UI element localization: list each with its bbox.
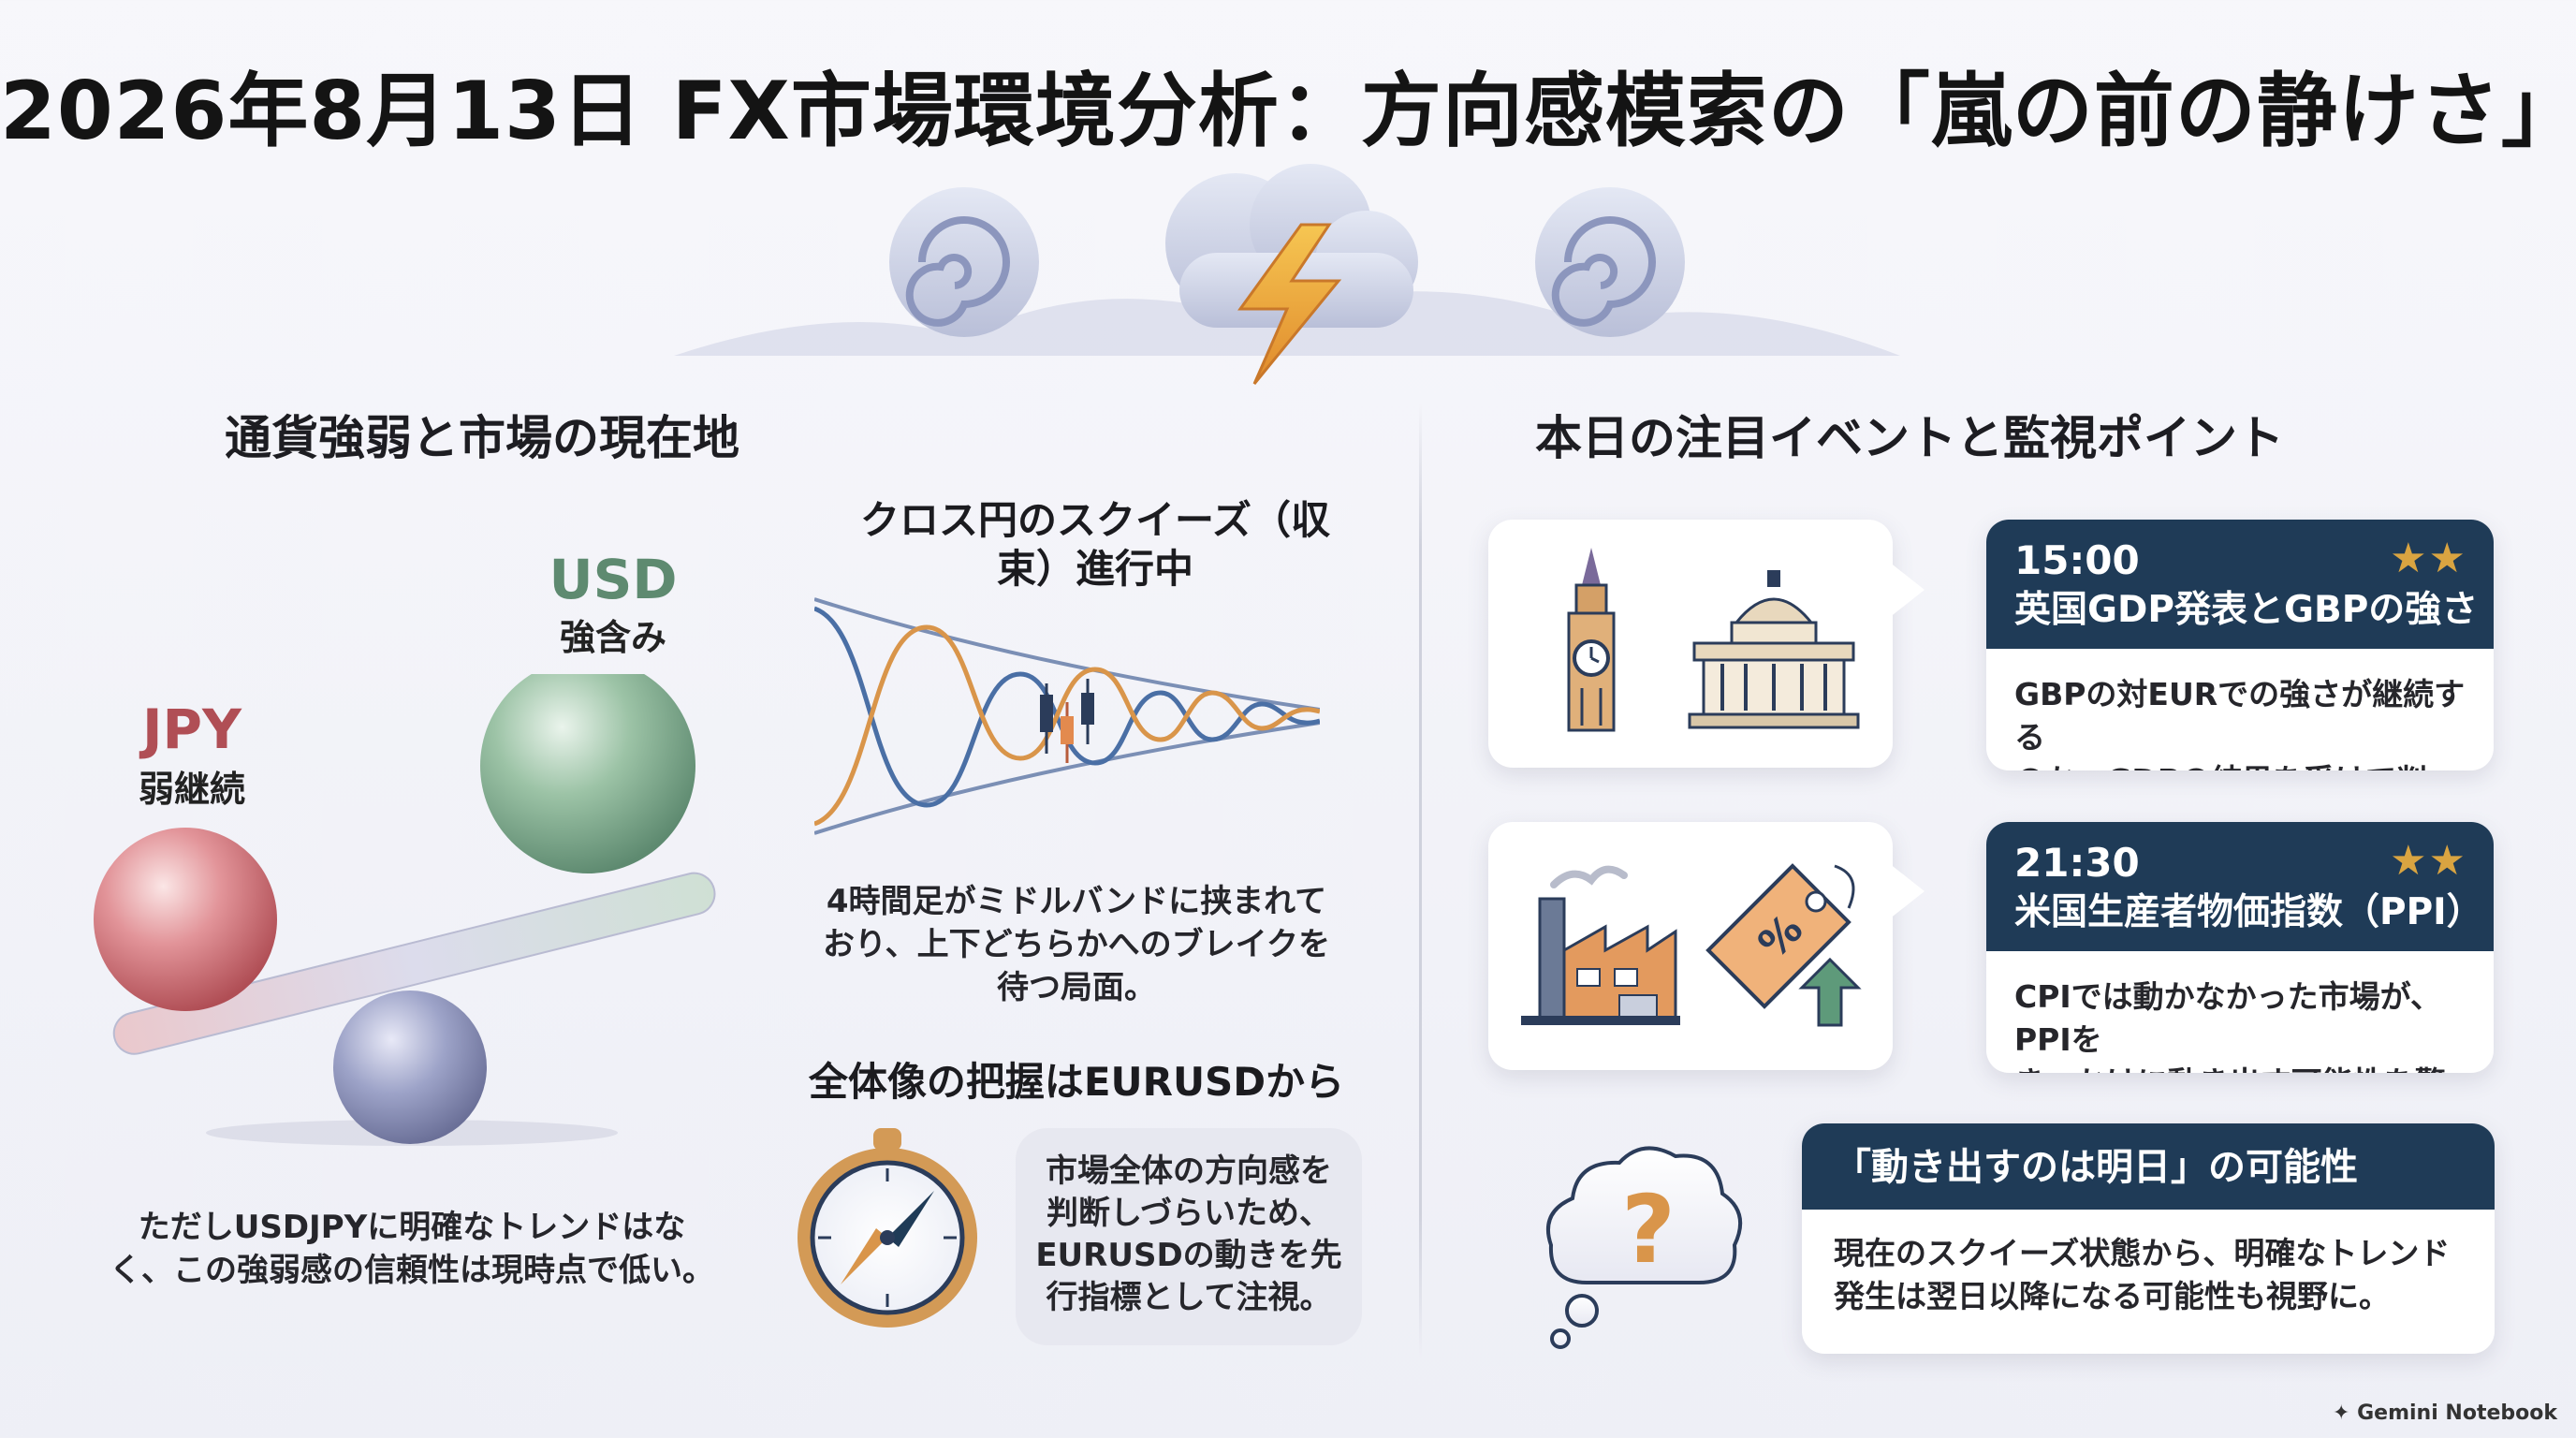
- squeeze-desc-line-1: 4時間足がミドルバンドに挟まれて: [826, 883, 1327, 920]
- event-header: 15:00 英国GDP発表とGBPの強さ ★★: [1986, 520, 2494, 649]
- outlook-card: 「動き出すのは明日」の可能性 現在のスクイーズ状態から、明確なトレンド 発生は翌…: [1802, 1123, 2495, 1354]
- right-section-heading: 本日の注目イベントと監視ポイント: [1535, 411, 2284, 465]
- card-pointer: [1889, 863, 1925, 919]
- outlook-body-line-1: 現在のスクイーズ状態から、明確なトレンド: [1834, 1235, 2451, 1271]
- event-card-uk-gdp: 15:00 英国GDP発表とGBPの強さ ★★ GBPの対EURでの強さが継続す…: [1986, 520, 2494, 770]
- event-card-us-ppi: 21:30 米国生産者物価指数（PPI） ★★ CPIでは動かなかった市場が、P…: [1986, 822, 2494, 1073]
- factory-icon: [1521, 865, 1680, 1025]
- lightning-bolt-icon: [1237, 223, 1342, 385]
- squeeze-desc-line-2: おり、上下どちらかへのブレイクを: [823, 926, 1330, 963]
- event-name: 米国生産者物価指数（PPI）: [2014, 891, 2483, 933]
- eurusd-bubble: 市場全体の方向感を 判断しづらいため、 EURUSDの動きを先 行指標として注視…: [1016, 1128, 1362, 1345]
- section-divider: [1419, 403, 1422, 1357]
- seesaw-note-line-2: く、この強弱感の信頼性は現時点で低い。: [110, 1252, 714, 1289]
- seesaw-beam: [112, 872, 716, 1055]
- star-rating-icon: ★★: [2390, 535, 2467, 582]
- usd-ball: [480, 674, 695, 873]
- question-thought-bubble-icon: ?: [1545, 1146, 1743, 1349]
- bollinger-squeeze-chart: [814, 597, 1320, 835]
- event-time: 21:30: [2014, 840, 2140, 886]
- squeeze-title: クロス円のスクイーズ（収 束）進行中: [805, 496, 1385, 594]
- star-rating-icon: ★★: [2390, 837, 2467, 885]
- squeeze-description: 4時間足がミドルバンドに挟まれて おり、上下どちらかへのブレイクを 待つ局面。: [805, 880, 1348, 1009]
- eurusd-title: 全体像の把握はEURUSDから: [808, 1059, 1345, 1105]
- price-tag-icon: %: [1705, 863, 1862, 1027]
- storm-cloud-illustration: [674, 164, 1900, 385]
- page-title: 2026年8月13日 FX市場環境分析：方向感模索の「嵐の前の静けさ」: [0, 65, 2576, 158]
- watermark: ✦ Gemini Notebook: [2333, 1401, 2557, 1425]
- outlook-body-line-2: 発生は翌日以降になる可能性も視野に。: [1834, 1278, 2390, 1314]
- event-body: GBPの対EURでの強さが継続する のか、GDPの結果を受けて判断。: [1986, 649, 2494, 770]
- outlook-body: 現在のスクイーズ状態から、明確なトレンド 発生は翌日以降になる可能性も視野に。: [1802, 1210, 2495, 1341]
- squeeze-title-line-2: 束）進行中: [996, 546, 1193, 592]
- event-body: CPIでは動かなかった市場が、PPIを きっかけに動き出す可能性を警戒。: [1986, 951, 2494, 1073]
- event-body-line-1: CPIでは動かなかった市場が、PPIを: [2014, 978, 2442, 1058]
- capitol-building-icon: [1688, 570, 1860, 729]
- event-name: 英国GDP発表とGBPの強さ: [2014, 589, 2479, 631]
- event-body-line-2: きっかけに動き出す可能性を警戒。: [2014, 1062, 2466, 1073]
- jpy-ball: [94, 828, 277, 1011]
- left-section-heading: 通貨強弱と市場の現在地: [225, 411, 739, 465]
- seesaw-illustration: [94, 674, 716, 1146]
- svg-text:?: ?: [1621, 1175, 1676, 1284]
- usd-status-label: 強含み: [559, 617, 666, 658]
- upper-band-line: [814, 597, 1320, 712]
- eurusd-line-2: 判断しづらいため、: [1046, 1195, 1331, 1232]
- eurusd-line-1: 市場全体の方向感を: [1046, 1152, 1332, 1190]
- outlook-header: 「動き出すのは明日」の可能性: [1802, 1123, 2495, 1210]
- orange-wave-line: [814, 624, 1320, 827]
- eurusd-line-4: 行指標として注視。: [1046, 1279, 1332, 1316]
- swirl-cloud-right-icon: [1535, 187, 1685, 337]
- lower-band-line: [814, 721, 1320, 835]
- eurusd-line-3: EURUSDの動きを先: [1035, 1237, 1342, 1274]
- event-header: 21:30 米国生産者物価指数（PPI） ★★: [1986, 822, 2494, 951]
- seesaw-note: ただしUSDJPYに明確なトレンドはな く、この強弱感の信頼性は現時点で低い。: [84, 1206, 739, 1292]
- jpy-status-label: 弱継続: [138, 769, 245, 810]
- squeeze-desc-line-3: 待つ局面。: [997, 969, 1156, 1006]
- squeeze-title-line-1: クロス円のスクイーズ（収: [860, 497, 1330, 543]
- sparkle-icon: ✦: [2333, 1401, 2358, 1425]
- jpy-code-label: JPY: [141, 697, 242, 761]
- card-pointer: [1889, 562, 1925, 618]
- usd-code-label: USD: [549, 548, 678, 611]
- blue-wave-line: [814, 606, 1320, 808]
- event-body-line-2: のか、GDPの結果を受けて判断。: [2014, 759, 2466, 770]
- candlestick-icon: [1040, 679, 1094, 763]
- outlook-title: 「動き出すのは明日」の可能性: [1834, 1146, 2358, 1189]
- event-body-line-1: GBPの対EURでの強さが継続する: [2014, 676, 2466, 756]
- swirl-cloud-left-icon: [889, 187, 1039, 337]
- seesaw-note-line-1: ただしUSDJPYに明確なトレンドはな: [138, 1209, 686, 1246]
- pivot-ball: [333, 990, 487, 1144]
- event-time: 15:00: [2014, 537, 2140, 583]
- watermark-text: Gemini Notebook: [2357, 1401, 2557, 1425]
- compass-icon: [798, 1128, 977, 1328]
- big-ben-icon: [1567, 548, 1616, 732]
